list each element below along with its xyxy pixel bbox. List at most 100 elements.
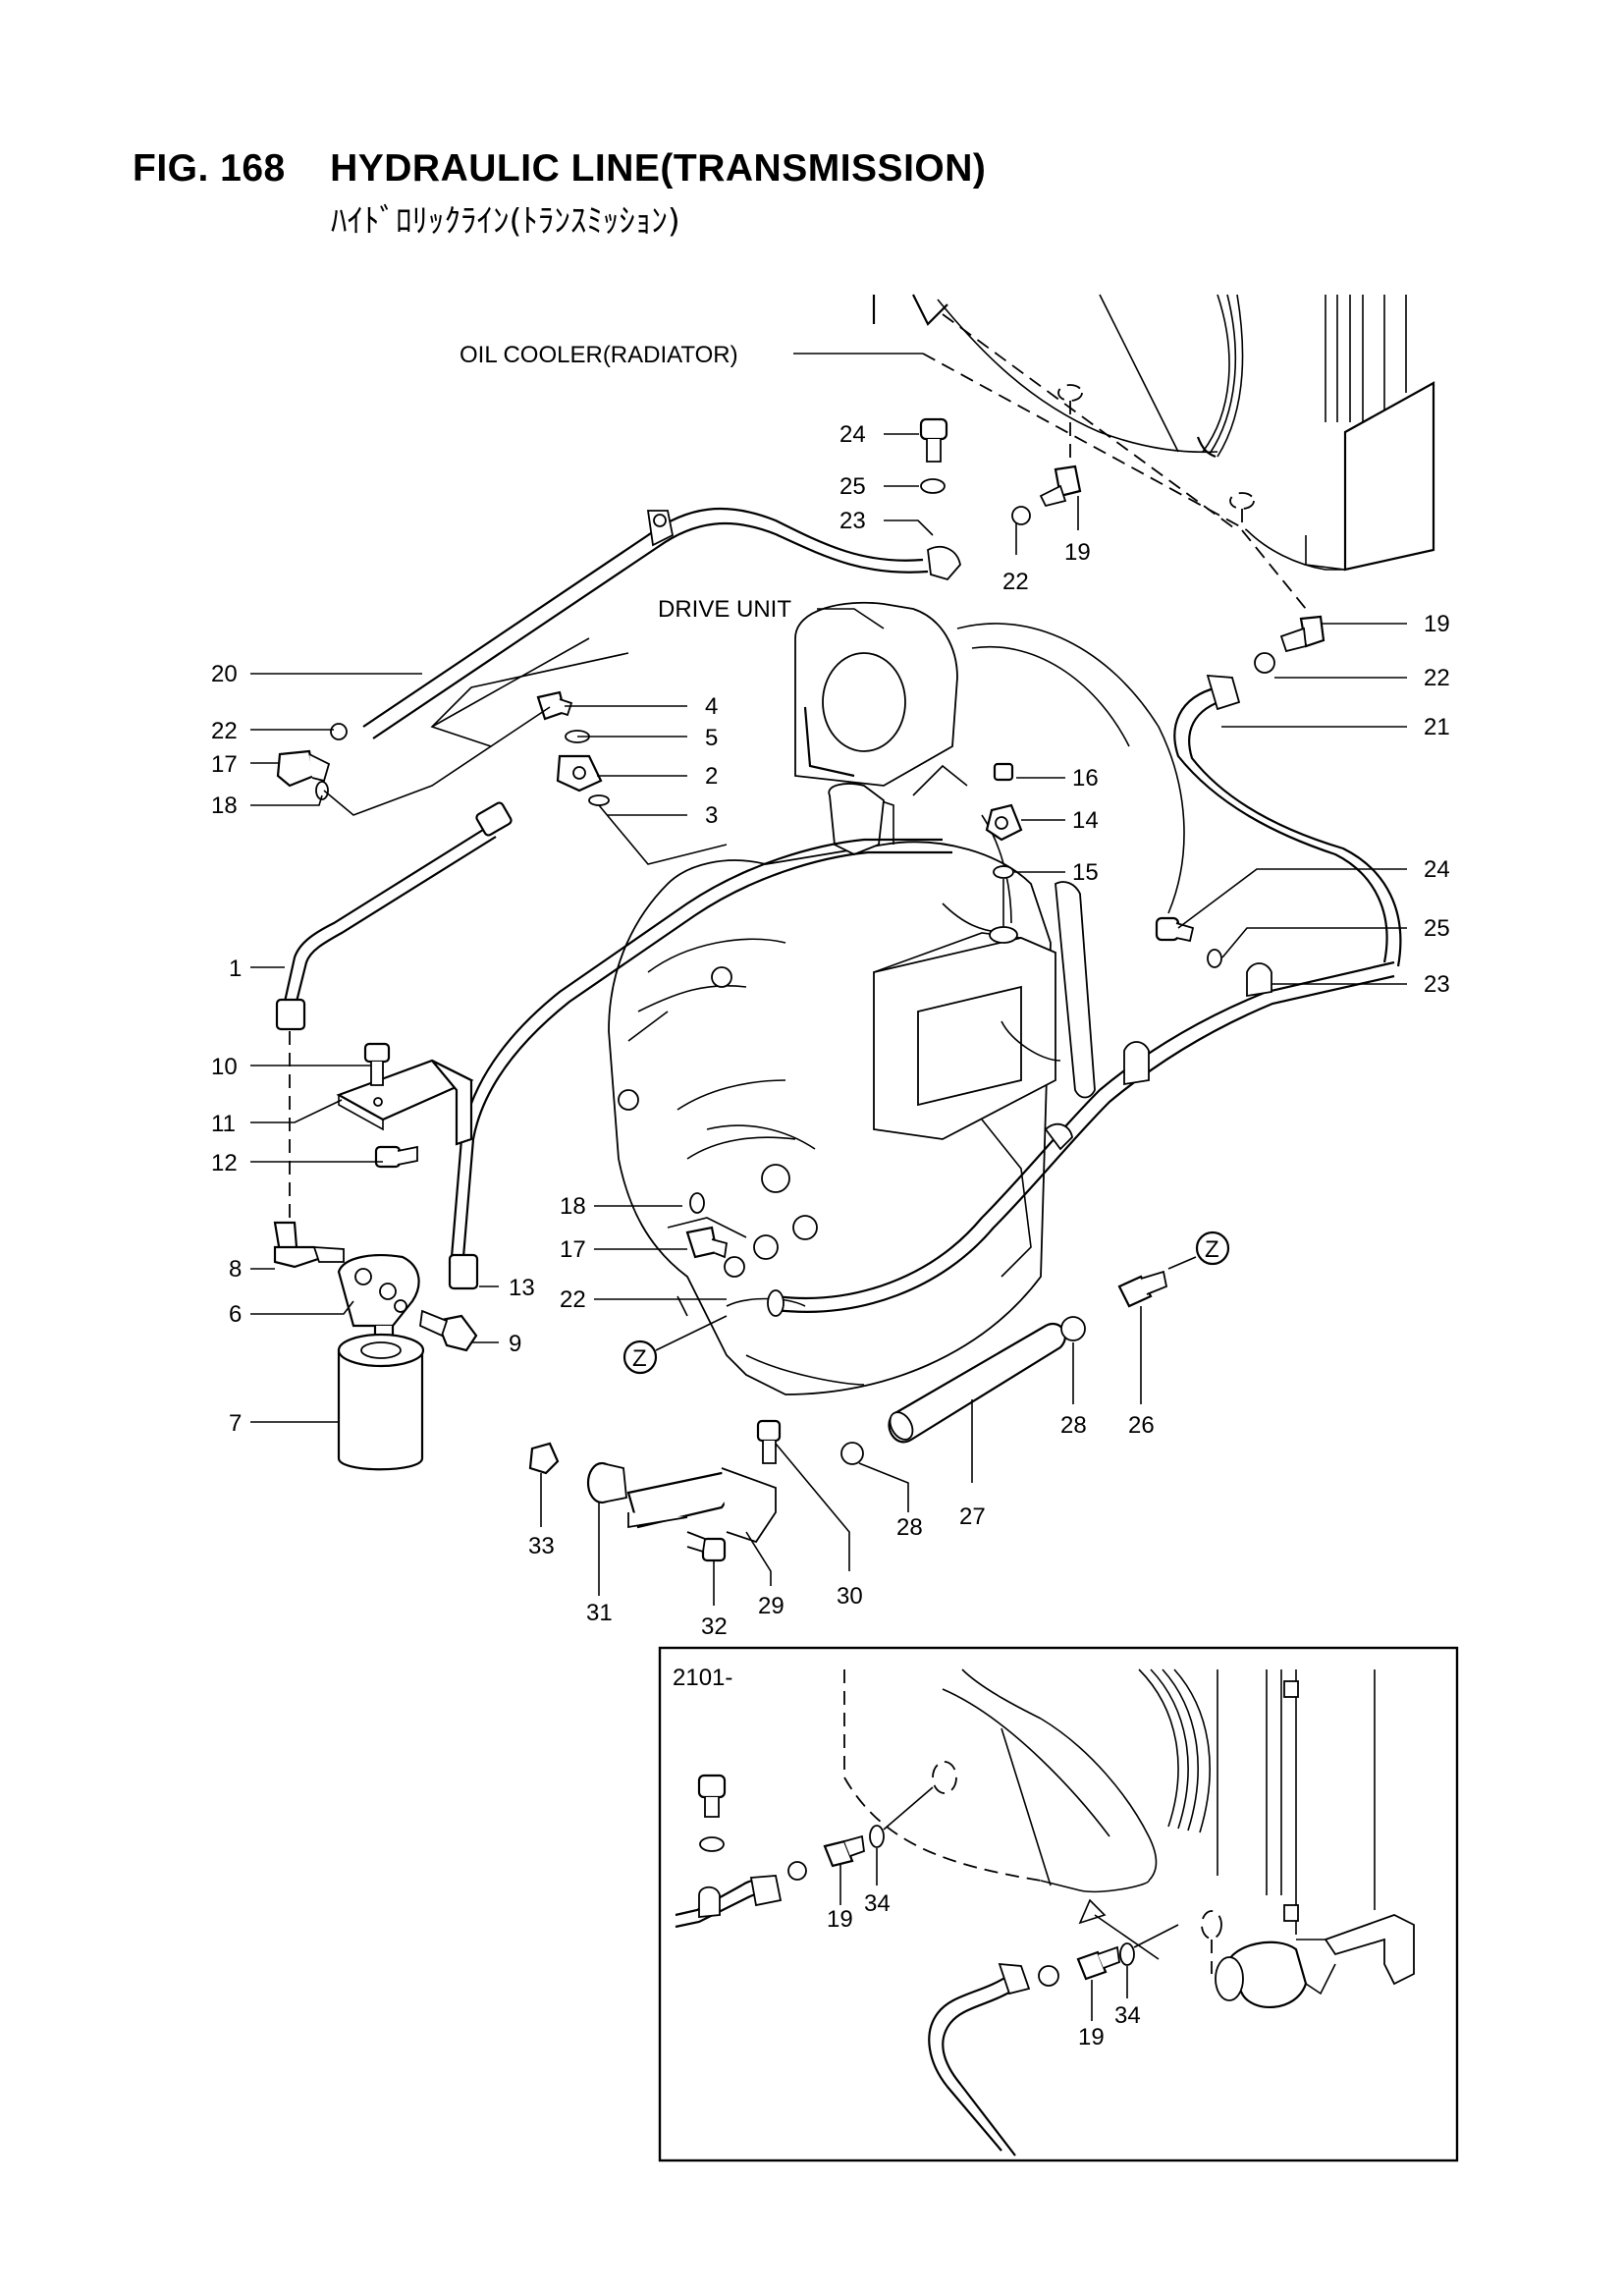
z-marker-top: Z [1167, 1230, 1230, 1270]
callout-18: 18 [211, 793, 238, 819]
callout-19-inset-lower: 19 [1078, 2024, 1105, 2050]
drive-unit-leader [817, 608, 885, 629]
svg-text:Z: Z [632, 1345, 647, 1372]
o-ring-15 [993, 865, 1014, 879]
figure-subtitle-japanese: ﾊｲﾄﾞﾛﾘｯｸﾗｲﾝ(ﾄﾗﾝｽﾐｯｼｮﾝ) [331, 201, 680, 240]
bolt-30 [756, 1419, 782, 1464]
callout-21: 21 [1424, 714, 1450, 740]
elbow-19-right [1279, 615, 1325, 653]
fitting-2 [556, 754, 603, 793]
callout-17-lower: 17 [560, 1236, 586, 1263]
washer-25-right [1207, 949, 1222, 968]
fitting-26 [1117, 1270, 1168, 1308]
bolt-12 [374, 1145, 418, 1169]
elbow-19-top [1039, 465, 1082, 508]
clamp-22-upper [330, 723, 348, 740]
callout-14: 14 [1072, 807, 1099, 834]
washer-25-top [920, 478, 946, 494]
inset-o-ring-34-lower [1119, 1942, 1135, 1966]
oil-cooler-radiator [872, 294, 1435, 610]
bracket-11 [336, 1059, 474, 1146]
callout-33: 33 [528, 1533, 555, 1559]
drive-unit [608, 601, 1185, 1395]
clamp-28-upper [1060, 1316, 1086, 1341]
clamp-22-lower [724, 1256, 745, 1278]
callout-19-inset-upper: 19 [827, 1906, 853, 1933]
callout-34-inset-upper: 34 [864, 1890, 891, 1917]
bolt-16 [993, 762, 1014, 782]
callout-6: 6 [229, 1301, 242, 1328]
o-ring-18-lower [689, 1192, 705, 1214]
clamp-22-top [1011, 506, 1031, 525]
callout-11: 11 [211, 1111, 236, 1137]
fitting-17-lower [685, 1226, 729, 1259]
drive-unit-label: DRIVE UNIT [658, 596, 791, 623]
callout-18-lower: 18 [560, 1193, 586, 1220]
fitting-14 [985, 803, 1023, 842]
fitting-17-upper [276, 749, 331, 788]
callout-25-top: 25 [839, 473, 866, 500]
callout-27: 27 [959, 1503, 986, 1530]
pipe-21 [1173, 674, 1402, 967]
inset-o-ring-34-upper [869, 1825, 885, 1848]
bolt-10 [363, 1042, 391, 1086]
bolt-24-right [1155, 916, 1195, 943]
callout-20: 20 [211, 661, 238, 687]
bolt-32 [686, 1531, 727, 1562]
callout-9: 9 [509, 1331, 521, 1357]
svg-text:Z: Z [1205, 1236, 1219, 1263]
hose-27 [888, 1323, 1066, 1444]
callout-22-right: 22 [1424, 665, 1450, 691]
callout-29: 29 [758, 1593, 784, 1619]
callout-10: 10 [211, 1054, 238, 1080]
callout-32: 32 [701, 1613, 728, 1640]
inset-serial-label: 2101- [673, 1665, 732, 1691]
bolt-24-top [919, 417, 948, 463]
inset-clamp-lower [1038, 1965, 1059, 1987]
inset-fitting-19-lower [1076, 1950, 1108, 1981]
callout-5: 5 [705, 725, 718, 751]
pipe-20 [362, 507, 961, 739]
callout-31: 31 [586, 1600, 613, 1626]
callout-19-top: 19 [1064, 539, 1091, 566]
nut-33 [528, 1442, 560, 1475]
o-ring-18-upper [315, 781, 329, 800]
callout-25-right: 25 [1424, 915, 1450, 942]
callout-24-top: 24 [839, 421, 866, 448]
filter-assembly [273, 1221, 478, 1471]
inset-2101: 2101- [658, 1646, 1459, 2162]
callout-8: 8 [229, 1256, 242, 1283]
callout-22: 22 [211, 718, 238, 744]
figure-title: FIG. 168 HYDRAULIC LINE(TRANSMISSION) [133, 147, 987, 190]
callout-23-top: 23 [839, 508, 866, 534]
callout-numbers: 20 22 17 18 1 10 11 12 8 6 7 9 13 4 5 2 … [211, 421, 1450, 1640]
callout-4: 4 [705, 693, 718, 720]
pipe-13 [448, 838, 952, 1290]
pipe-1 [275, 801, 513, 1031]
callout-12: 12 [211, 1150, 238, 1176]
callout-19-right: 19 [1424, 611, 1450, 637]
inset-fitting-19-upper [823, 1839, 854, 1868]
callout-34-inset-lower: 34 [1114, 2002, 1141, 2029]
clamp-22-right [1254, 652, 1275, 674]
o-ring-3 [588, 794, 610, 806]
callout-17: 17 [211, 751, 238, 778]
oil-cooler-label: OIL COOLER(RADIATOR) [460, 342, 738, 368]
callout-30: 30 [837, 1583, 863, 1610]
z-marker-bottom: Z [622, 1315, 728, 1375]
inset-washer [699, 1836, 725, 1852]
inset-bolt [697, 1774, 727, 1799]
inset-clamp-upper [787, 1861, 807, 1881]
callout-22-top: 22 [1002, 569, 1029, 595]
callout-7: 7 [229, 1410, 242, 1437]
callout-13: 13 [509, 1275, 535, 1301]
callout-3: 3 [705, 802, 718, 829]
callout-15: 15 [1072, 859, 1099, 886]
leader-lines [250, 433, 1407, 1606]
callout-23-right: 23 [1424, 971, 1450, 998]
callout-1: 1 [229, 956, 242, 982]
callout-26: 26 [1128, 1412, 1155, 1439]
callout-28-lower: 28 [896, 1514, 923, 1541]
cap-31 [586, 1461, 627, 1504]
